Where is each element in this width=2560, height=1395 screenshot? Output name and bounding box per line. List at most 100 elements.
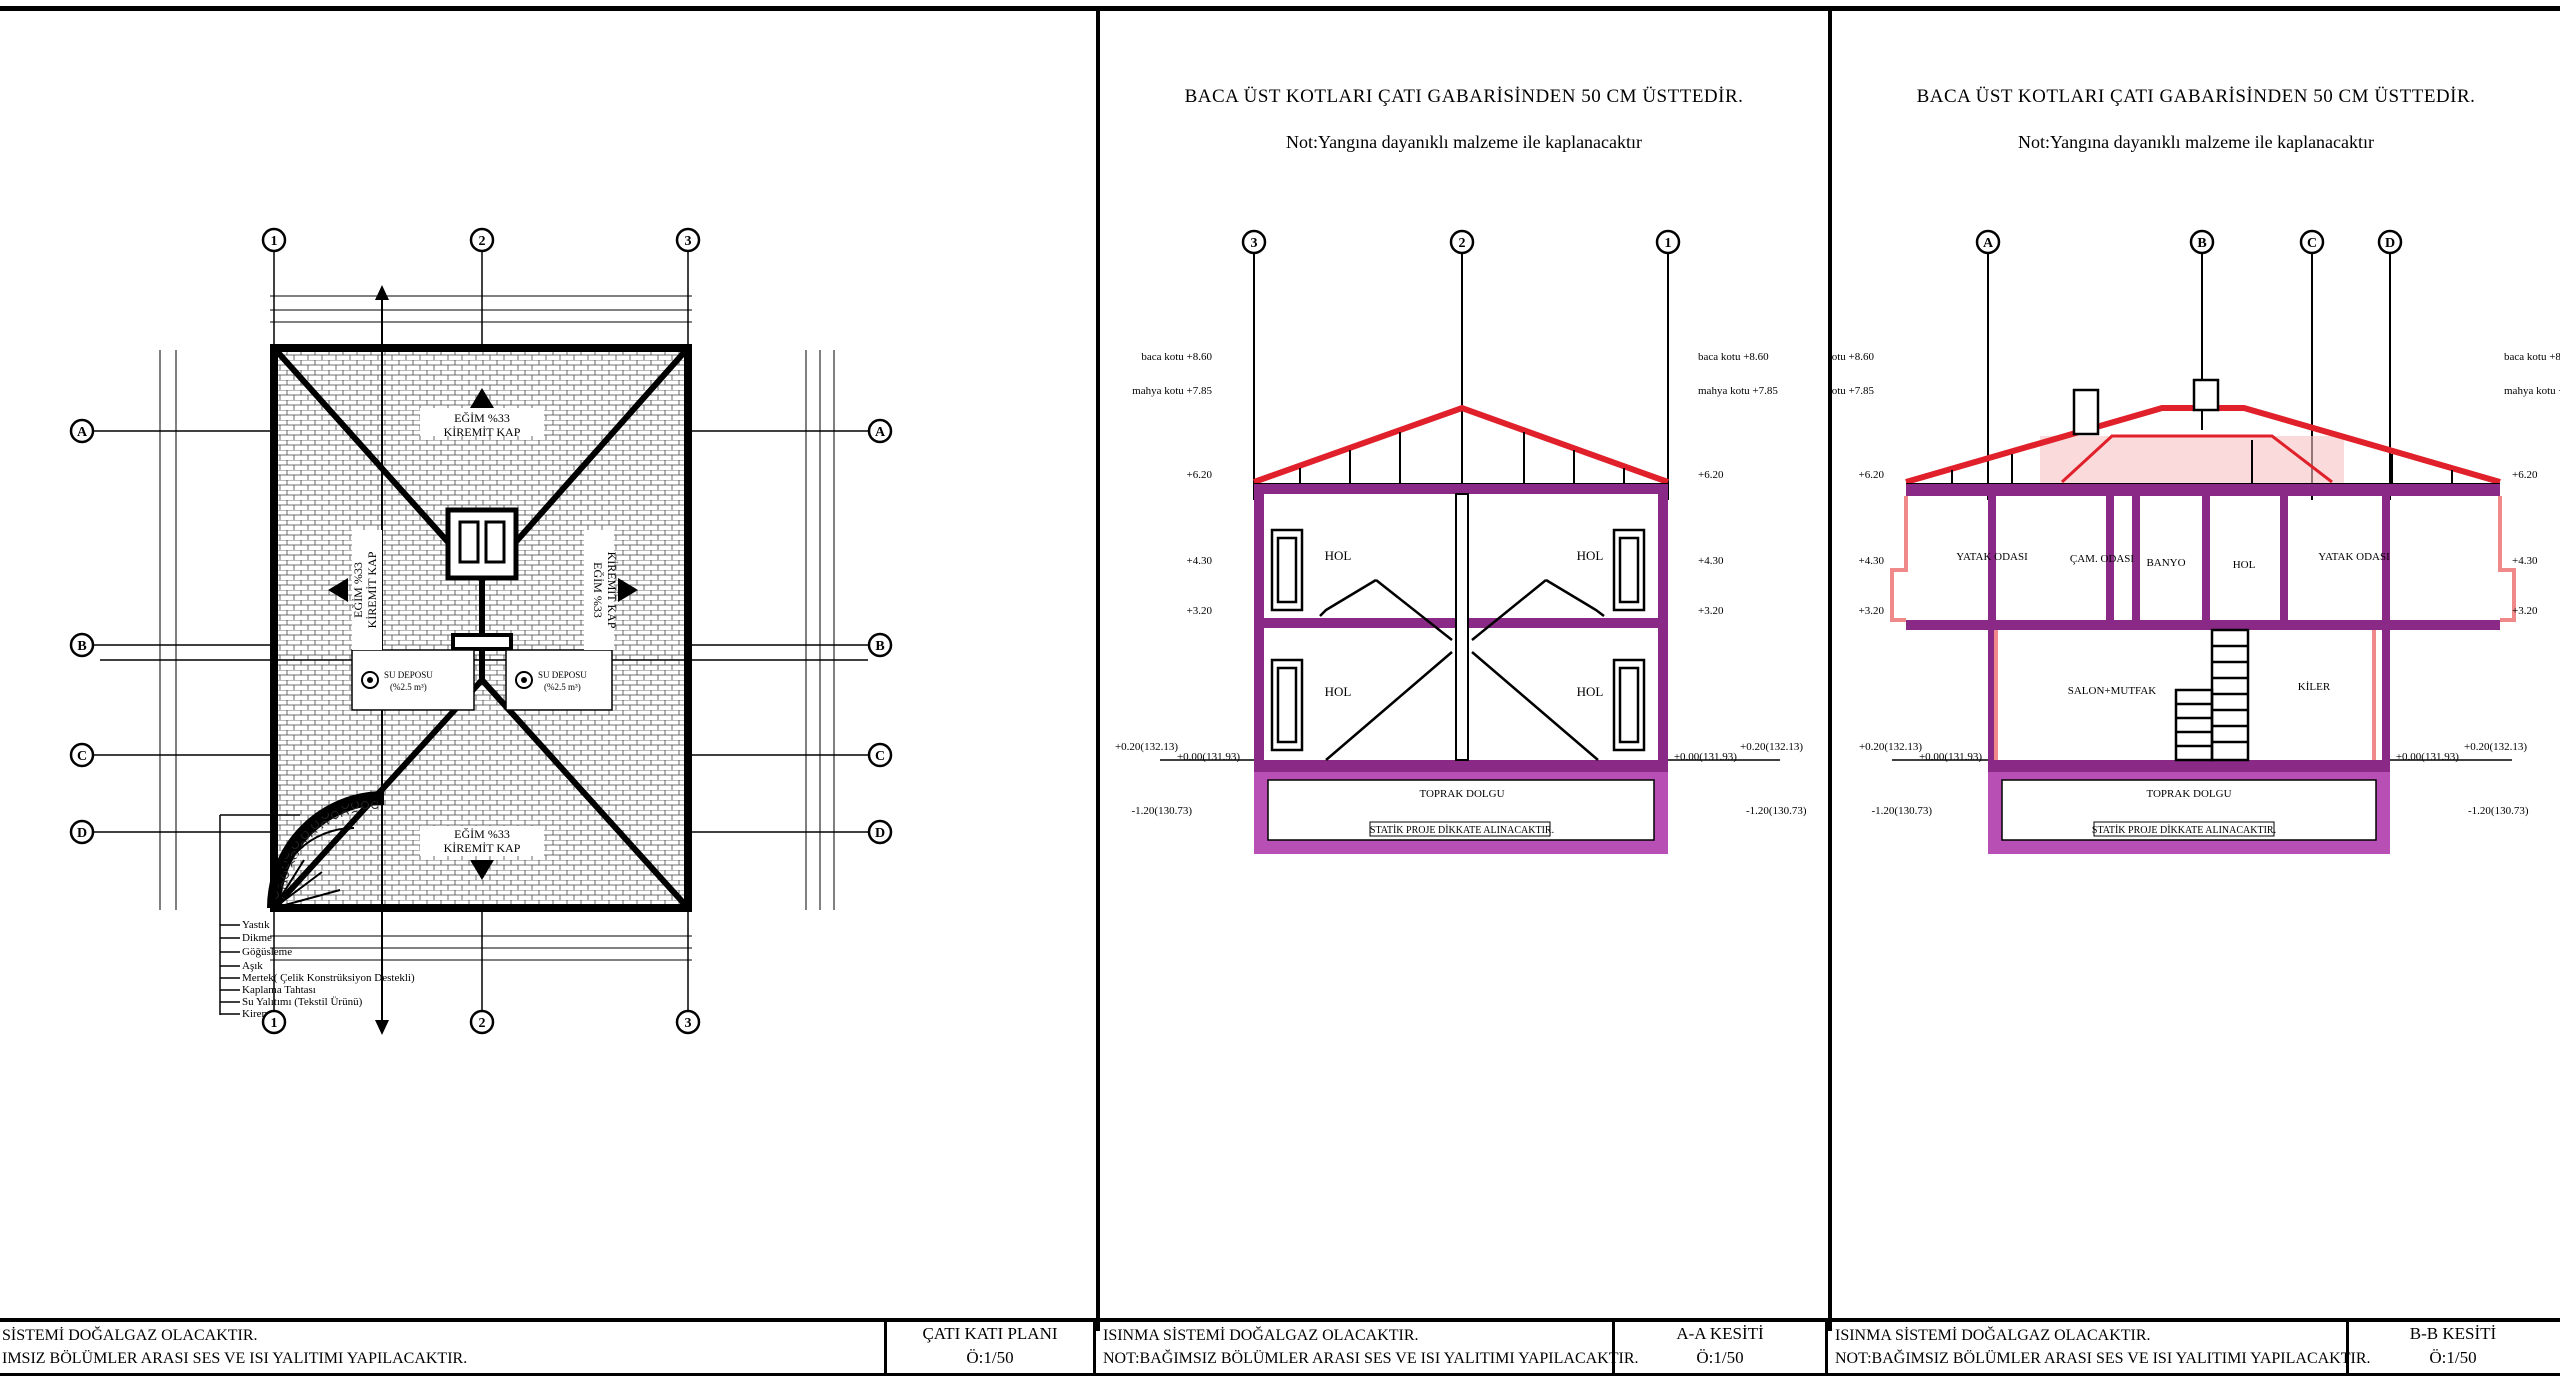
panel-divider-1 [1096, 8, 1100, 1331]
section-aa-drawing: 3 2 1 [1115, 229, 1807, 854]
bb-fill-label: TOPRAK DOLGU [2146, 788, 2231, 800]
bb-level-right-2: mahya kotu +7.85 [2504, 385, 2560, 397]
tile-label-right: KİREMİT KAP [605, 552, 619, 629]
section-bb-drawing: A B C D [1832, 229, 2560, 854]
sheet-title-section-bb: B-B KESİTİ [2409, 1324, 2497, 1343]
aa-level-left-3: +6.20 [1187, 469, 1213, 481]
aa-level-right-5: +3.20 [1698, 605, 1724, 617]
grid-bubble-d-left: D [77, 826, 87, 841]
tank-left-label: SU DEPOSU [384, 670, 433, 680]
aa-level-right-1: baca kotu +8.60 [1698, 351, 1769, 363]
bb-level-right-5: +3.20 [2512, 605, 2538, 617]
bb-grid-bubble-d: D [2385, 236, 2395, 251]
grid-bubble-d-right: D [875, 826, 885, 841]
legend-item-4: Aşık [242, 960, 263, 972]
bb-grid-bubble-c: C [2307, 236, 2317, 251]
aa-foundation-note: STATİK PROJE DİKKATE ALINACAKTIR. [1370, 824, 1554, 836]
bb-level-left-3: +6.20 [1859, 469, 1885, 481]
chimney-note-bb: BACA ÜST KOTLARI ÇATI GABARİSİNDEN 50 CM… [1916, 86, 2476, 107]
insulation-note-panel-2: NOT:BAĞIMSIZ BÖLÜMLER ARASI SES VE ISI Y… [1103, 1350, 1639, 1367]
legend-item-7: Su Yalıtımı (Tekstil Ürünü) [242, 996, 363, 1008]
sheet-title-roof-plan: ÇATI KATI PLANI [922, 1324, 1058, 1343]
bb-level-left-7: ±0.00(131.93) [1919, 751, 1982, 763]
bb-level-left-4: +4.30 [1859, 555, 1885, 567]
insulation-note-panel-1: IMSIZ BÖLÜMLER ARASI SES VE ISI YALITIMI… [2, 1350, 468, 1367]
aa-room-hol-2: HOL [1577, 548, 1604, 563]
sheet-title-section-aa: A-A KESİTİ [1676, 1324, 1764, 1343]
aa-level-left-1: baca kotu +8.60 [1141, 351, 1212, 363]
aa-level-left-2: mahya kotu +7.85 [1132, 385, 1212, 397]
slope-label-left: EĞİM %33 [351, 562, 365, 618]
aa-room-hol-3: HOL [1325, 684, 1352, 699]
slope-label-bottom: EĞİM %33 [454, 827, 510, 841]
aa-grid-bubble-2: 2 [1459, 236, 1466, 251]
grid-bubble-b-left: B [77, 639, 86, 654]
bb-room-hall: HOL [2233, 559, 2256, 571]
fire-note-aa: Not:Yangına dayanıklı malzeme ile kaplan… [1285, 132, 1643, 152]
grid-bubble-a-right: A [875, 425, 886, 440]
legend-item-2: Dikme [242, 932, 272, 944]
bb-room-laundry: ÇAM. ODASI [2070, 553, 2135, 565]
panel-divider-2 [1828, 8, 1832, 1331]
bb-level-left-5: +3.20 [1859, 605, 1885, 617]
bb-level-left-2: mahya kotu +7.85 [1832, 385, 1874, 397]
aa-level-right-6: ±0.00(131.93) [1674, 751, 1737, 763]
bb-room-bedroom-1: YATAK ODASI [1956, 551, 2028, 563]
bb-room-bedroom-2: YATAK ODASI [2318, 551, 2390, 563]
tile-label-bottom: KİREMİT KAP [444, 841, 521, 855]
grid-bubble-3-bottom: 3 [685, 1016, 692, 1031]
bb-level-right-7: +0.20(132.13) [2464, 741, 2527, 753]
heating-note-panel-2: ISINMA SİSTEMİ DOĞALGAZ OLACAKTIR. [1103, 1327, 1419, 1344]
sheet-scale-roof-plan: Ö:1/50 [966, 1348, 1014, 1367]
aa-room-hol-4: HOL [1577, 684, 1604, 699]
tile-label-top: KİREMİT KAP [444, 425, 521, 439]
bb-level-left-8: -1.20(130.73) [1872, 805, 1933, 817]
sheet-scale-section-aa: Ö:1/50 [1696, 1348, 1744, 1367]
aa-level-left-7: ±0.00(131.93) [1177, 751, 1240, 763]
legend-item-5: Mertek( Çelik Konstrüksiyon Destekli) [242, 972, 415, 984]
slope-label-top: EĞİM %33 [454, 411, 510, 425]
aa-level-left-8: -1.20(130.73) [1132, 805, 1193, 817]
grid-bubble-a-left: A [77, 425, 88, 440]
bb-level-right-8: -1.20(130.73) [2468, 805, 2529, 817]
fire-note-bb: Not:Yangına dayanıklı malzeme ile kaplan… [2017, 132, 2375, 152]
aa-level-right-2: mahya kotu +7.85 [1698, 385, 1778, 397]
tank-right-label: SU DEPOSU [538, 670, 587, 680]
grid-bubble-1-top: 1 [271, 234, 278, 249]
grid-bubble-c-left: C [77, 749, 87, 764]
title-block-cell-1 [884, 1322, 1096, 1373]
tile-label-left: KİREMİT KAP [365, 551, 379, 628]
tank-right-area: (%2.5 m³) [544, 682, 581, 692]
aa-level-left-5: +3.20 [1187, 605, 1213, 617]
aa-level-right-7: +0.20(132.13) [1740, 741, 1803, 753]
bb-level-right-1: baca kotu +8.60 [2504, 351, 2560, 363]
sheet-top-border [0, 6, 2560, 11]
title-block [0, 1318, 2560, 1376]
grid-bubble-b-right: B [875, 639, 884, 654]
legend-item-3: Göğüsleme [242, 946, 292, 958]
aa-level-left-6: +0.20(132.13) [1115, 741, 1178, 753]
legend-item-6: Kaplama Tahtası [242, 984, 316, 996]
grid-bubble-2-bottom: 2 [479, 1016, 486, 1031]
slope-label-right: EĞİM %33 [591, 562, 605, 618]
aa-level-right-4: +4.30 [1698, 555, 1724, 567]
aa-fill-label: TOPRAK DOLGU [1419, 788, 1504, 800]
bb-foundation-note: STATİK PROJE DİKKATE ALINACAKTIR. [2092, 824, 2276, 836]
bb-room-living-kitchen: SALON+MUTFAK [2068, 685, 2157, 697]
grid-bubble-c-right: C [875, 749, 885, 764]
heating-note-panel-3: ISINMA SİSTEMİ DOĞALGAZ OLACAKTIR. [1835, 1327, 2151, 1344]
roof-plan-drawing: SU DEPOSU (%2.5 m³) SU DEPOSU (%2.5 m³) … [69, 227, 893, 1035]
bb-grid-bubble-b: B [2197, 236, 2206, 251]
title-block-cell-3 [2346, 1322, 2560, 1373]
grid-bubble-1-bottom: 1 [271, 1016, 278, 1031]
aa-room-hol-1: HOL [1325, 548, 1352, 563]
aa-grid-bubble-3: 3 [1251, 236, 1258, 251]
bb-level-right-6: ±0.00(131.93) [2396, 751, 2459, 763]
grid-bubble-2-top: 2 [479, 234, 486, 249]
aa-level-right-8: -1.20(130.73) [1746, 805, 1807, 817]
tank-left-area: (%2.5 m³) [390, 682, 427, 692]
sheet-scale-section-bb: Ö:1/50 [2429, 1348, 2477, 1367]
bb-room-pantry: KİLER [2298, 681, 2331, 693]
aa-level-left-4: +4.30 [1187, 555, 1213, 567]
bb-level-left-6: +0.20(132.13) [1859, 741, 1922, 753]
